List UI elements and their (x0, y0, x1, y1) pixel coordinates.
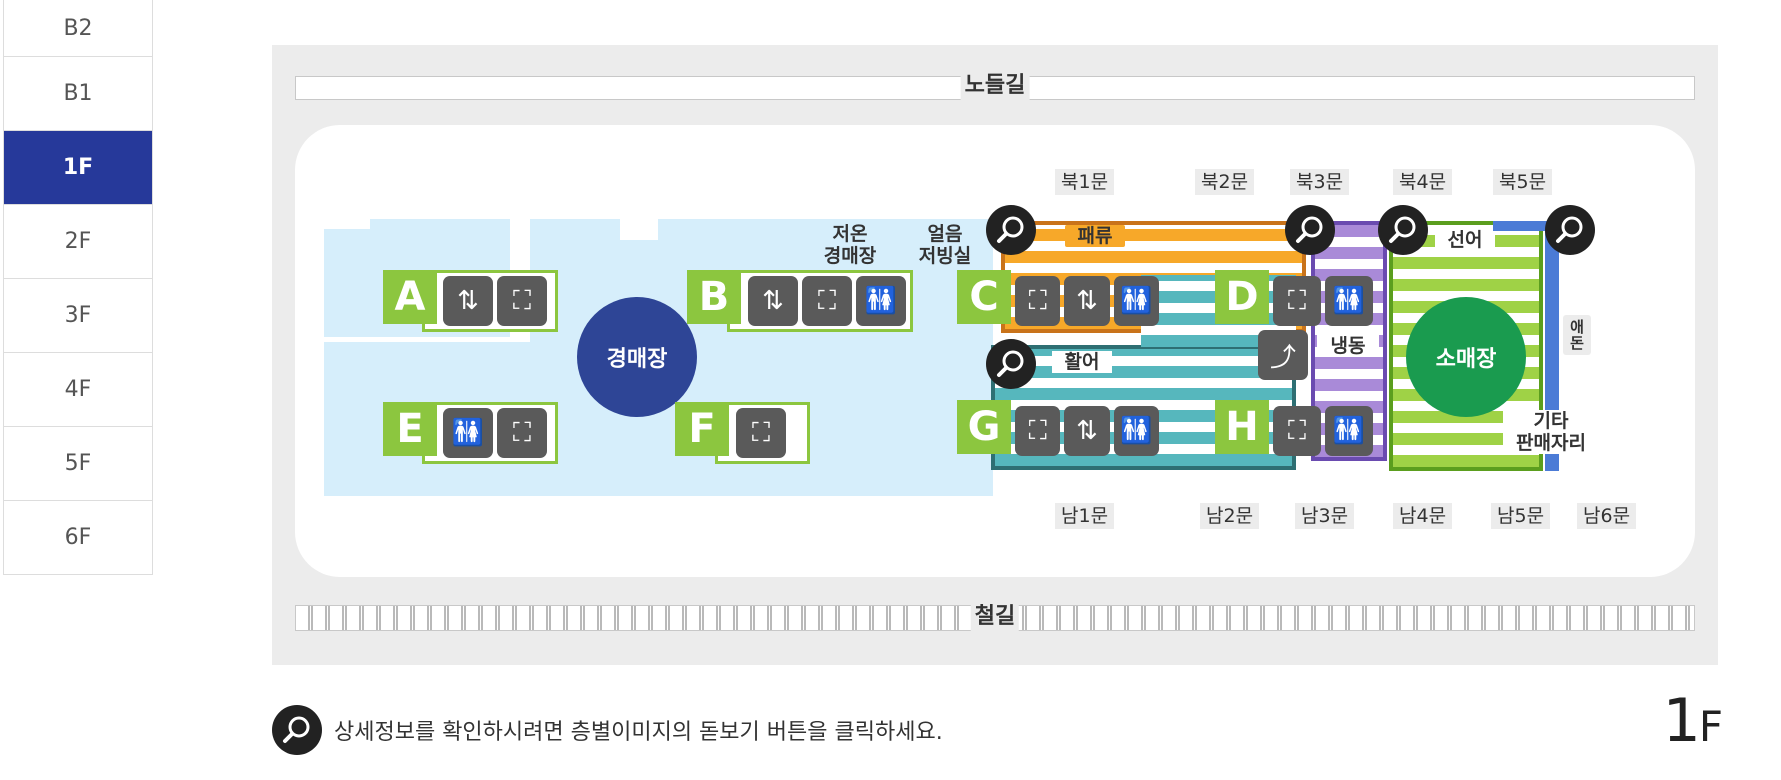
restroom-icon: 🚻 (1113, 276, 1159, 326)
elevator-icon: ⇅ (443, 276, 493, 326)
floor-map-panel: 노들길 저온 경매장 얼음 저빙실 경매장 ⇅ ⛶ A ⇅ ⛶ 🚻 B (272, 45, 1718, 665)
elevator-icon: ⇅ (1064, 276, 1110, 326)
side-label: 애 돈 (1563, 315, 1591, 355)
block-b-facilities[interactable]: ⇅ ⛶ 🚻 (727, 270, 913, 332)
block-d-label: D (1215, 270, 1269, 324)
north-gate-3: 북3문 (1290, 169, 1350, 195)
north-gate-4: 북4문 (1393, 169, 1453, 195)
south-gate-3: 남3문 (1295, 503, 1355, 529)
floor-item-1f[interactable]: 1F (4, 131, 152, 205)
magnifier-button-other[interactable] (1545, 205, 1595, 255)
low-temp-auction-label: 저온 경매장 (823, 223, 877, 267)
south-gate-4: 남4문 (1393, 503, 1453, 529)
block-g-facilities[interactable]: ⛶ ⇅ 🚻 (1009, 400, 1163, 462)
floor-nav: B2 B1 1F 2F 3F 4F 5F 6F (3, 0, 153, 575)
magnifier-icon (997, 216, 1024, 243)
stairs-icon: ⛶ (497, 408, 547, 458)
footer-note-text: 상세정보를 확인하시려면 층별이미지의 돋보기 버튼을 클릭하세요. (334, 720, 943, 745)
stairs-icon: ⛶ (1273, 406, 1321, 456)
road-top: 노들길 (295, 71, 1695, 101)
magnifier-legend (272, 705, 322, 755)
floor-item-5f[interactable]: 5F (4, 427, 152, 501)
south-gate-6: 남6문 (1577, 503, 1637, 529)
ice-storage-label: 얼음 저빙실 (918, 223, 972, 267)
magnifier-icon (1296, 216, 1323, 243)
restroom-icon: 🚻 (1325, 276, 1373, 326)
auction-hall-label: 경매장 (606, 347, 668, 372)
rail-bottom: 철길 (295, 602, 1695, 632)
north-gate-1: 북1문 (1055, 169, 1115, 195)
block-e-facilities[interactable]: 🚻 ⛶ (422, 402, 558, 464)
south-gate-1: 남1문 (1055, 503, 1115, 529)
block-c-facilities[interactable]: ⛶ ⇅ 🚻 (1009, 270, 1163, 332)
current-floor-indicator: 1F (1662, 686, 1723, 756)
block-a-facilities[interactable]: ⇅ ⛶ (422, 270, 558, 332)
north-gate-2: 북2문 (1195, 169, 1255, 195)
magnifier-button-shellfish[interactable] (986, 205, 1036, 255)
magnifier-button-live-fish[interactable] (986, 339, 1036, 389)
road-top-label: 노들길 (960, 71, 1030, 101)
shellfish-label: 패류 (1065, 225, 1125, 247)
floor-item-3f[interactable]: 3F (4, 279, 152, 353)
floor-item-2f[interactable]: 2F (4, 205, 152, 279)
stairs-icon: ⛶ (802, 276, 852, 326)
south-gate-2: 남2문 (1200, 503, 1260, 529)
magnifier-button-fresh-fish[interactable] (1378, 205, 1428, 255)
elevator-icon: ⇅ (748, 276, 798, 326)
stairs-icon: ⛶ (1015, 276, 1061, 326)
blue-strip (1545, 221, 1559, 471)
magnifier-button-frozen[interactable] (1285, 205, 1335, 255)
floor-map: 저온 경매장 얼음 저빙실 경매장 ⇅ ⛶ A ⇅ ⛶ 🚻 B 🚻 ⛶ E ⛶ … (295, 125, 1695, 577)
stairs-icon: ⛶ (1273, 276, 1321, 326)
block-f-facilities[interactable]: ⛶ (715, 402, 810, 464)
block-g-label: G (957, 400, 1011, 454)
restroom-icon: 🚻 (443, 408, 493, 458)
magnifier-icon (1389, 216, 1416, 243)
elevator-icon: ⇅ (1064, 406, 1110, 456)
frozen-label: 냉동 (1317, 335, 1379, 357)
south-gate-5: 남5문 (1491, 503, 1551, 529)
block-h-facilities[interactable]: ⛶ 🚻 (1267, 400, 1377, 462)
floor-item-4f[interactable]: 4F (4, 353, 152, 427)
block-d-facilities[interactable]: ⛶ 🚻 (1267, 270, 1377, 332)
magnifier-icon (1556, 216, 1583, 243)
fresh-fish-label: 선어 (1435, 229, 1495, 251)
restroom-icon: 🚻 (856, 276, 906, 326)
blue-strip-top (1493, 221, 1545, 231)
stairs-icon: ⛶ (497, 276, 547, 326)
footer-note: 상세정보를 확인하시려면 층별이미지의 돋보기 버튼을 클릭하세요. (272, 705, 943, 755)
restroom-icon: 🚻 (1325, 406, 1373, 456)
live-fish-label: 활어 (1052, 351, 1112, 373)
current-floor-suffix: F (1698, 702, 1723, 751)
auction-hall-circle[interactable]: 경매장 (577, 297, 697, 417)
retail-hall-circle[interactable]: 소매장 (1406, 297, 1526, 417)
block-e-label: E (383, 402, 437, 456)
current-floor-number: 1 (1662, 686, 1701, 756)
block-h-label: H (1215, 400, 1269, 454)
stairs-icon: ⛶ (1015, 406, 1061, 456)
magnifier-icon (997, 350, 1024, 377)
floor-item-b1[interactable]: B1 (4, 57, 152, 131)
block-c-label: C (957, 270, 1011, 324)
north-gate-5: 북5문 (1493, 169, 1553, 195)
floor-item-b2[interactable]: B2 (4, 0, 152, 57)
floor-item-6f[interactable]: 6F (4, 501, 152, 575)
rail-bottom-label: 철길 (970, 602, 1020, 632)
restroom-icon: 🚻 (1113, 406, 1159, 456)
retail-hall-label: 소매장 (1435, 347, 1497, 372)
magnifier-icon (283, 716, 310, 743)
block-f-label: F (675, 402, 729, 456)
block-b-label: B (687, 270, 741, 324)
escalator-icon: ⤴ (1258, 330, 1308, 380)
other-sales-label: 기타 판매자리 (1503, 410, 1599, 454)
stairs-icon: ⛶ (736, 408, 786, 458)
block-a-label: A (383, 270, 437, 324)
zone-bg (324, 229, 370, 337)
